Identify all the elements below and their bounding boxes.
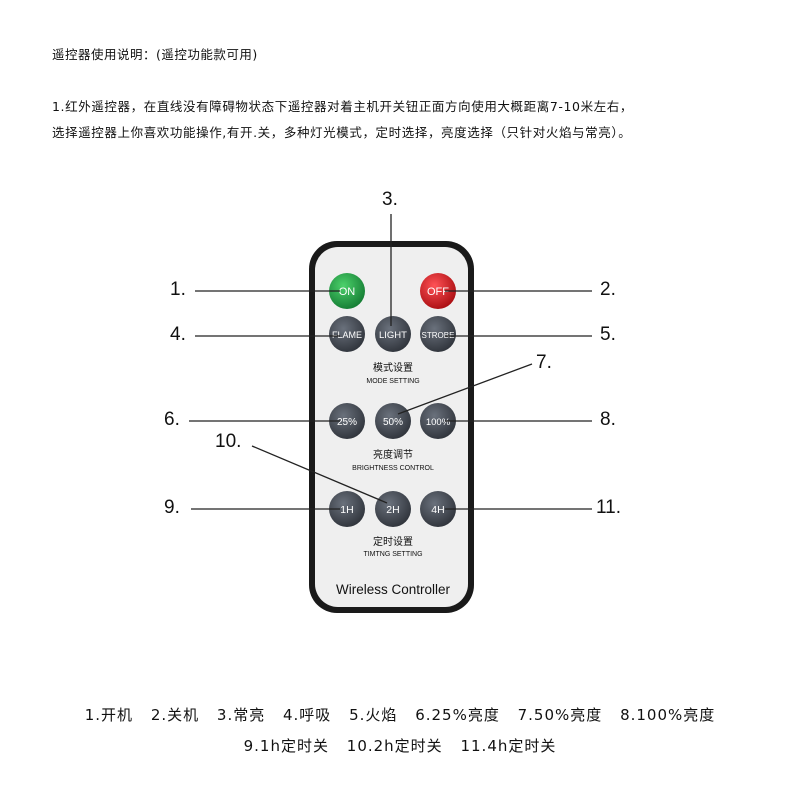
callout-11: 11.	[596, 497, 621, 518]
strobe-button[interactable]	[420, 316, 456, 352]
callout-line-10	[251, 445, 388, 504]
timer-setting-cn: 定时设置	[373, 535, 413, 548]
callout-line-7	[397, 363, 533, 415]
callout-4: 4.	[170, 324, 186, 345]
page-title: 遥控器使用说明：(遥控功能款可用)	[52, 47, 258, 62]
legend-item: 11.4h定时关	[460, 737, 557, 755]
mode-setting-en: MODE SETTING	[366, 378, 419, 385]
legend-item: 6.25%亮度	[415, 706, 500, 724]
timer-4h-label: 4H	[431, 504, 444, 516]
legend-item: 9.1h定时关	[243, 737, 329, 755]
callout-7: 7.	[536, 352, 552, 373]
instruction-line-1: 1.红外遥控器，在直线没有障碍物状态下遥控器对着主机开关钮正面方向使用大概距离7…	[52, 99, 633, 114]
light-button[interactable]	[375, 316, 411, 352]
wireless-controller-label: Wireless Controller	[336, 582, 451, 597]
legend-item: 10.2h定时关	[346, 737, 443, 755]
callout-2: 2.	[600, 279, 616, 300]
legend-item: 8.100%亮度	[620, 706, 716, 724]
callout-3: 3.	[382, 189, 398, 210]
timer-2h-label: 2H	[386, 504, 399, 516]
legend-item: 7.50%亮度	[517, 706, 603, 724]
legend-item: 4.呼吸	[283, 706, 332, 724]
brightness-100-label: 100%	[426, 417, 451, 428]
strobe-button-label: STROBE	[422, 331, 455, 340]
brightness-25-button[interactable]	[329, 403, 365, 439]
legend-row-2: 9.1h定时关 10.2h定时关 11.4h定时关	[0, 735, 800, 756]
brightness-100-button[interactable]	[420, 403, 456, 439]
legend-row-1: 1.开机 2.关机 3.常亮 4.呼吸 5.火焰 6.25%亮度 7.50%亮度…	[0, 704, 800, 725]
legend-item: 5.火焰	[349, 706, 398, 724]
flame-button-label: FLAME	[332, 330, 362, 340]
instruction-line-2: 选择遥控器上你喜欢功能操作,有开.关，多种灯光模式，定时选择，亮度选择（只针对火…	[52, 125, 632, 140]
callout-6: 6.	[164, 409, 180, 430]
timer-2h-button[interactable]	[375, 491, 411, 527]
callout-9: 9.	[164, 497, 180, 518]
legend-item: 2.关机	[150, 706, 200, 724]
on-button[interactable]	[329, 273, 365, 309]
off-button[interactable]	[420, 273, 456, 309]
timer-1h-button[interactable]	[329, 491, 365, 527]
callout-8: 8.	[600, 409, 616, 430]
light-button-label: LIGHT	[379, 330, 407, 341]
off-button-label: OFF	[427, 286, 449, 298]
brightness-control-en: BRIGHTNESS CONTROL	[352, 465, 434, 472]
timer-4h-button[interactable]	[420, 491, 456, 527]
callout-5: 5.	[600, 324, 616, 345]
brightness-50-label: 50%	[383, 417, 403, 428]
on-button-label: ON	[339, 286, 356, 298]
mode-setting-cn: 模式设置	[373, 361, 413, 374]
legend-item: 1.开机	[84, 706, 134, 724]
timer-setting-en: TIMTNG SETTING	[363, 551, 422, 558]
flame-button[interactable]	[329, 316, 365, 352]
callout-1: 1.	[170, 279, 186, 300]
timer-1h-label: 1H	[340, 504, 353, 516]
callout-10: 10.	[215, 431, 241, 452]
callout-lines	[189, 214, 592, 510]
legend-item: 3.常亮	[216, 706, 266, 724]
brightness-control-cn: 亮度调节	[373, 448, 413, 461]
brightness-25-label: 25%	[337, 417, 357, 428]
